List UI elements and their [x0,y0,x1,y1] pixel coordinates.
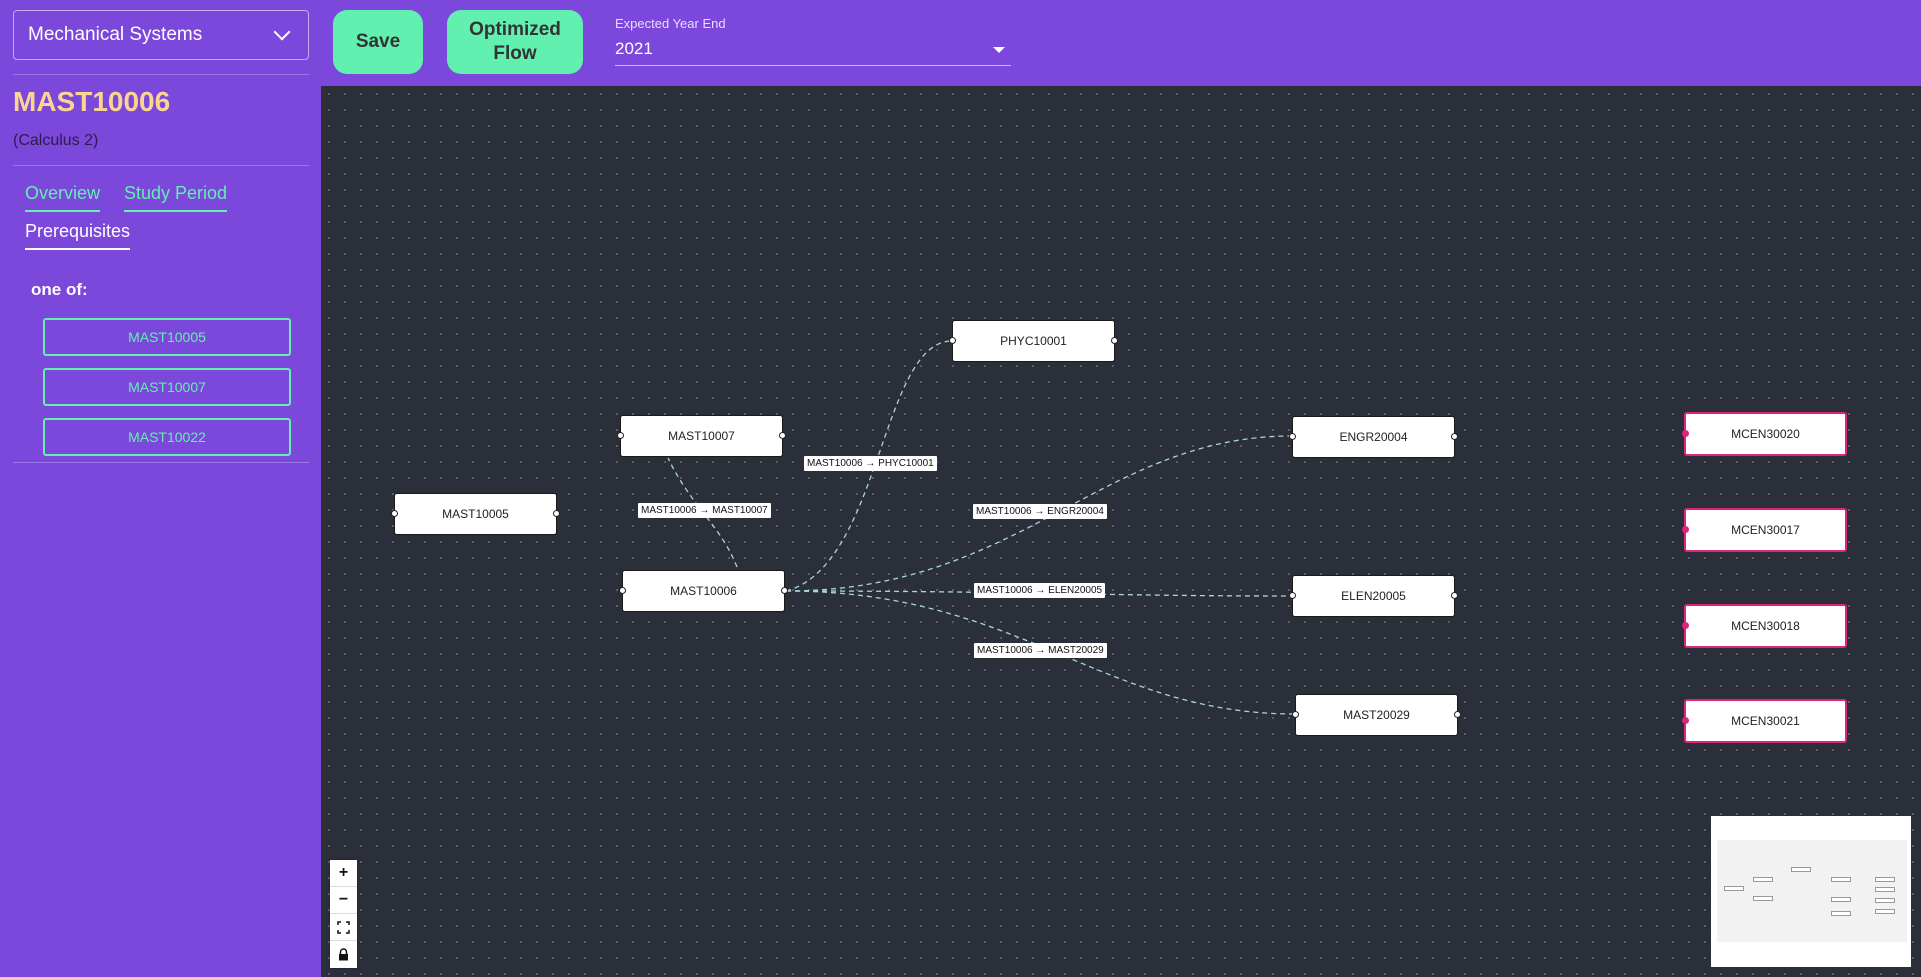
node-handle[interactable] [1289,592,1296,599]
node-handle[interactable] [781,587,788,594]
flow-canvas[interactable]: MAST10006 → MAST10007 MAST10006 → PHYC10… [321,86,1921,977]
node-handle[interactable] [1292,711,1299,718]
course-node-mcen30021[interactable]: MCEN30021 [1682,699,1847,743]
node-label: MAST20029 [1343,708,1410,722]
canvas-controls: + − [330,860,357,968]
divider [13,165,309,166]
edge-label: MAST10006 → ENGR20004 [973,504,1107,519]
lock-icon [339,948,348,961]
expected-year-select[interactable]: Expected Year End 2021 [615,16,1011,66]
one-of-label: one of: [31,280,88,299]
divider [13,74,309,75]
fit-view-icon [337,920,350,934]
minimap[interactable] [1711,816,1911,967]
divider [13,462,309,463]
course-node-engr20004[interactable]: ENGR20004 [1289,416,1458,458]
node-label: MCEN30018 [1731,619,1800,633]
node-label: MCEN30017 [1731,523,1800,537]
zoom-in-button[interactable]: + [330,860,357,887]
edge-label: MAST10006 → MAST10007 [638,503,771,518]
course-code-title: MAST10006 [13,86,171,117]
minimap-node [1831,877,1851,882]
fit-view-button[interactable] [330,914,357,941]
node-handle[interactable] [1454,711,1461,718]
node-handle[interactable] [1682,622,1689,629]
node-handle[interactable] [1682,717,1689,724]
node-label: MAST10007 [668,429,735,443]
course-node-elen20005[interactable]: ELEN20005 [1289,575,1458,617]
node-handle[interactable] [391,510,398,517]
expected-year-label: Expected Year End [615,16,726,31]
course-node-mcen30020[interactable]: MCEN30020 [1682,412,1847,456]
edge-layer [667,340,1296,715]
course-node-mcen30017[interactable]: MCEN30017 [1682,508,1847,552]
node-label: ELEN20005 [1341,589,1406,603]
tab-overview[interactable]: Overview [25,183,101,212]
tab-study-period[interactable]: Study Period [124,183,228,212]
node-handle[interactable] [1451,433,1458,440]
course-node-mast10005[interactable]: MAST10005 [391,493,560,535]
edge-label: MAST10006 → PHYC10001 [804,456,937,471]
course-node-mast20029[interactable]: MAST20029 [1292,694,1461,736]
course-node-mast10006[interactable]: MAST10006 [619,570,788,612]
caret-down-icon [993,47,1005,53]
minimap-node [1875,887,1895,892]
node-label: MCEN30021 [1731,714,1800,728]
node-label: MCEN30020 [1731,427,1800,441]
course-node-mcen30018[interactable]: MCEN30018 [1682,604,1847,648]
course-detail-sidebar: MAST10006 (Calculus 2) Overview Study Pe… [0,70,321,977]
node-handle[interactable] [1682,526,1689,533]
minimap-node [1831,911,1851,916]
minimap-node [1875,909,1895,914]
node-handle[interactable] [617,432,624,439]
minimap-node [1875,898,1895,903]
edge-mast10006-phyc10001 [785,340,953,592]
course-node-phyc10001[interactable]: PHYC10001 [949,320,1118,362]
course-node-mast10007[interactable]: MAST10007 [617,415,786,457]
node-handle[interactable] [1289,433,1296,440]
tab-prerequisites[interactable]: Prerequisites [25,221,131,250]
minimap-node [1724,886,1744,891]
minimap-node [1753,877,1773,882]
node-label: MAST10005 [442,507,509,521]
chevron-down-icon [273,23,291,41]
node-handle[interactable] [619,587,626,594]
lock-button[interactable] [330,941,357,968]
node-handle[interactable] [779,432,786,439]
program-select[interactable]: Mechanical Systems [13,10,309,60]
edge-mast10006-mast20029 [785,590,1296,715]
minimap-node [1753,896,1773,901]
node-handle[interactable] [949,337,956,344]
edge-label: MAST10006 → ELEN20005 [974,583,1106,598]
node-label: PHYC10001 [1000,334,1067,348]
minimap-node [1875,877,1895,882]
edge-mast10006-mast10007 [667,457,738,568]
optimized-flow-button[interactable]: Optimized Flow [447,10,583,74]
prereq-button-mast10022[interactable]: MAST10022 [43,418,291,456]
prereq-button-mast10005[interactable]: MAST10005 [43,318,291,356]
node-label: MAST10006 [670,584,737,598]
node-handle[interactable] [553,510,560,517]
node-handle[interactable] [1111,337,1118,344]
expected-year-value: 2021 [615,39,653,58]
edge-label: MAST10006 → MAST20029 [974,643,1107,658]
zoom-out-button[interactable]: − [330,887,357,914]
edge-mast10006-elen20005 [785,590,1293,597]
program-select-value: Mechanical Systems [28,24,203,45]
node-handle[interactable] [1451,592,1458,599]
course-name: (Calculus 2) [13,132,99,149]
minimap-node [1831,897,1851,902]
minimap-node [1791,867,1811,872]
prereq-button-mast10007[interactable]: MAST10007 [43,368,291,406]
node-handle[interactable] [1682,430,1689,437]
node-label: ENGR20004 [1339,430,1408,444]
save-button[interactable]: Save [333,10,423,74]
